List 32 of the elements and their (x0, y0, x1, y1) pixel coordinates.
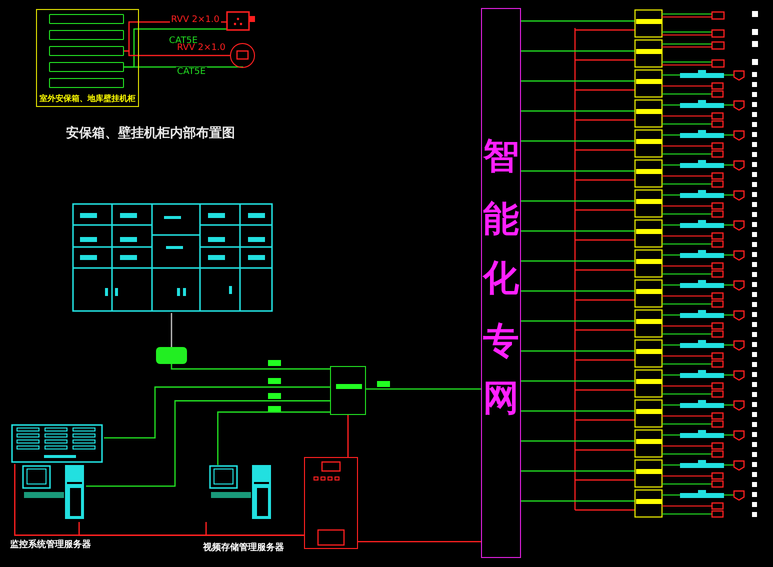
cable-line (366, 388, 481, 390)
cable-line (86, 400, 330, 487)
terminal-strip (48, 30, 124, 40)
ups-cabinet (304, 457, 358, 549)
converter-box (156, 347, 187, 364)
cable-line (104, 386, 330, 439)
network-band (481, 8, 521, 558)
socket-icon (227, 12, 257, 32)
terminal-strip (48, 46, 124, 56)
drawing-caption: 安保箱、壁挂机柜内部布置图 (66, 124, 235, 142)
cable-line (358, 541, 481, 542)
cable-line (205, 522, 304, 536)
edge-label: RVV 2×1.0 (170, 15, 221, 25)
cabinet-box (36, 9, 139, 107)
terminal-strip (48, 14, 124, 24)
edge-label: CAT5E (176, 67, 207, 77)
cable-line (170, 364, 330, 370)
cable-line (124, 50, 230, 56)
server-label: 视频存储管理服务器 (203, 541, 284, 554)
edge-label: RVV 2×1.0 (176, 43, 227, 53)
video-wall-drawing (73, 204, 274, 313)
cable-line (347, 415, 349, 457)
server-label: 监控系统管理服务器 (10, 538, 91, 551)
control-panel-drawing (12, 425, 104, 464)
terminal-strip (48, 62, 124, 72)
cable-line (217, 411, 330, 465)
switch-box (330, 366, 366, 415)
camera-icon (230, 43, 255, 68)
network-title: 智能化专网 (482, 109, 520, 414)
cable-line (170, 313, 172, 347)
terminal-strip (48, 78, 124, 88)
cabinet-title: 室外安保箱、地库壁挂机柜 (38, 93, 137, 104)
